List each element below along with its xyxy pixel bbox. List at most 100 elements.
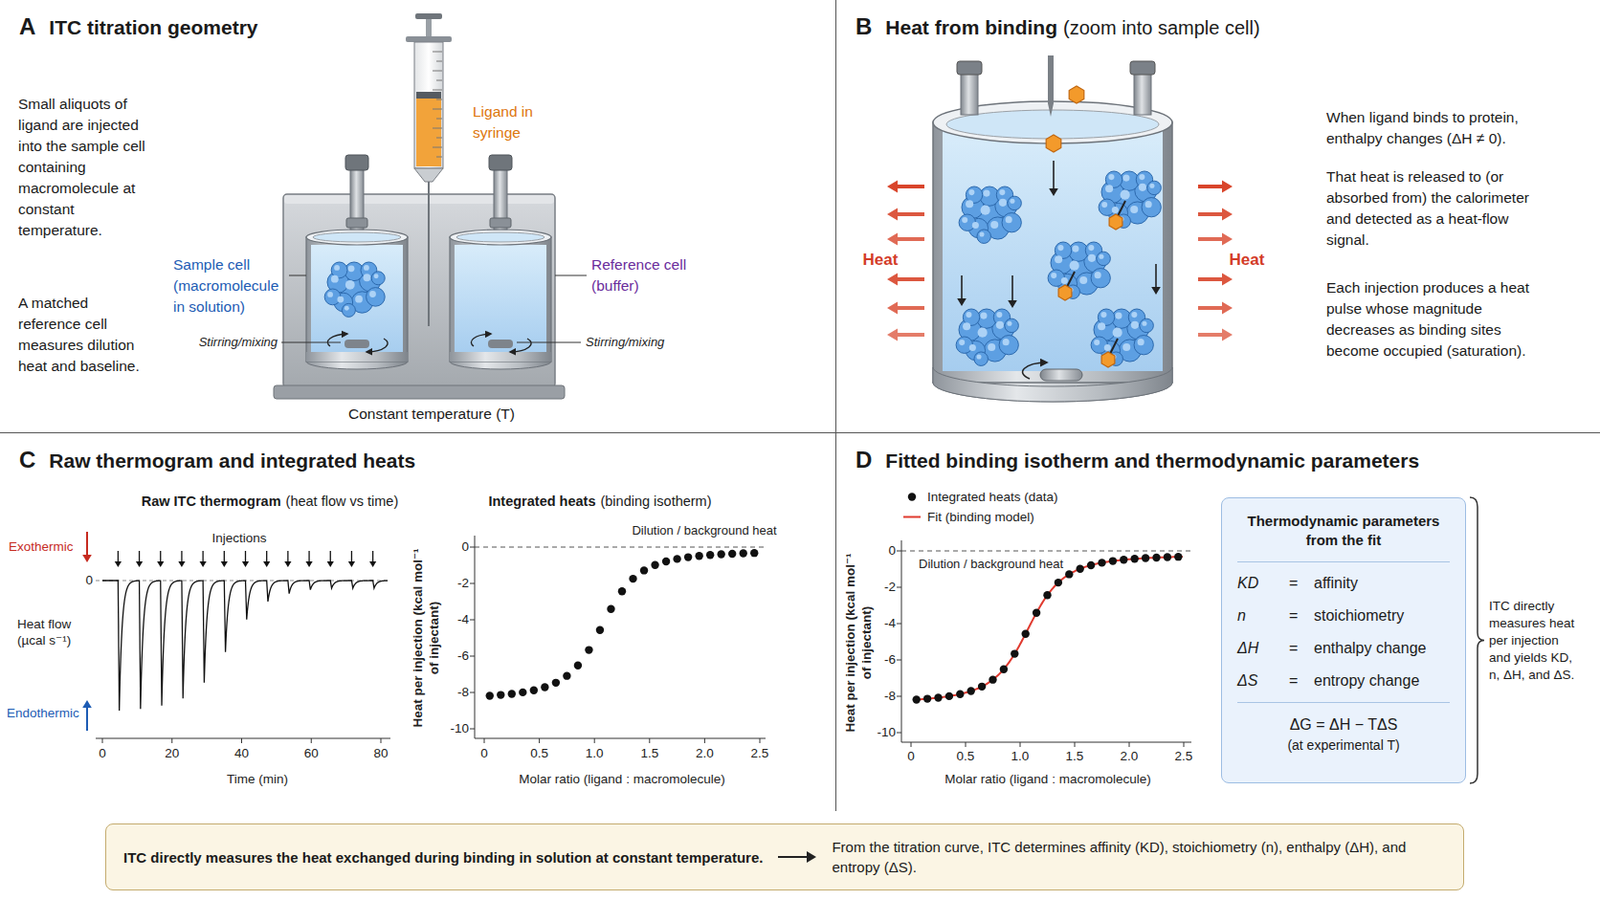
protein — [955, 309, 1019, 366]
data-point — [518, 688, 527, 697]
tick-label: 20 — [164, 746, 179, 763]
panel-subheading: (zoom into sample cell) — [1063, 17, 1261, 40]
data-point — [1119, 555, 1128, 564]
protein-highlight — [1120, 190, 1131, 200]
panel-heading-row: CRaw thermogram and integrated heats — [19, 446, 416, 474]
axis-tick — [484, 738, 486, 744]
heat-arrow-left — [897, 237, 925, 242]
ligand-hexagon — [1101, 352, 1115, 368]
axis-title: Molar ratio (ligand : macromolecule) — [518, 772, 725, 789]
protein-highlight — [996, 321, 1004, 330]
parameter-meaning: enthalpy change — [1313, 639, 1450, 659]
protein-highlight — [977, 328, 988, 338]
heat-arrow — [887, 179, 925, 193]
protein-highlight — [961, 217, 968, 223]
axis-tick — [469, 547, 475, 549]
injection-arrow — [308, 551, 310, 562]
heat-arrow — [1198, 207, 1233, 221]
syringe-graduation — [436, 80, 443, 82]
fall-arrow-head — [1007, 300, 1018, 309]
data-point — [739, 549, 748, 557]
injection-needle-tip — [1047, 103, 1054, 117]
protein-highlight — [1114, 312, 1122, 320]
heat-arrow-left — [897, 277, 925, 282]
heat-arrow-left-head — [887, 179, 898, 193]
heat-arrow-left-head — [887, 328, 898, 341]
heat-arrow — [1198, 179, 1233, 193]
protein-highlight — [369, 290, 377, 298]
legend-text: Integrated heats (data) — [927, 489, 1059, 505]
heat-arrow-left-head — [887, 272, 898, 286]
heat-arrow — [887, 232, 925, 245]
data-point — [574, 661, 582, 669]
x-axis — [901, 742, 1192, 744]
injection-arrow — [180, 551, 182, 562]
protein-highlight — [990, 221, 999, 229]
parameter-meaning: stoichiometry — [1313, 606, 1450, 626]
part-label: Stirring/mixing — [585, 334, 665, 351]
figure-panel: DFitted binding isotherm and thermodynam… — [836, 433, 1600, 812]
protein-highlight — [1005, 216, 1013, 223]
syringe-graduation — [432, 51, 443, 53]
cell-wall — [933, 122, 1173, 383]
axis-tick — [896, 733, 902, 734]
protein-lobe — [974, 352, 989, 367]
equation-note: (at experimental T) — [1237, 735, 1450, 756]
data-point — [1000, 665, 1008, 673]
heat-arrow-right — [1198, 237, 1223, 242]
parameter-symbol: KD — [1237, 574, 1289, 594]
injection-arrow-head — [305, 561, 312, 568]
tick-label: 0 — [480, 746, 489, 763]
protein-highlight — [363, 273, 372, 282]
heat-arrow — [887, 328, 925, 341]
data-point — [1043, 591, 1051, 600]
protein-highlight — [965, 311, 972, 318]
tick-label: 1.0 — [1011, 749, 1030, 766]
axis-tick — [469, 656, 475, 658]
mixing-arrow — [470, 333, 491, 347]
panel-letter: A — [19, 13, 36, 41]
description-text: Small aliquots of ligand are injected in… — [18, 93, 148, 242]
tick-label: 0 — [461, 539, 469, 556]
heat-arrow-left — [897, 306, 925, 311]
binding-isotherm — [469, 535, 766, 744]
y-axis — [901, 540, 903, 743]
legend-item: Fit (binding model) — [902, 510, 1035, 525]
protein-highlight — [1006, 321, 1012, 327]
mixing-arrow — [1022, 362, 1047, 379]
protein — [1047, 242, 1111, 299]
data-point — [486, 691, 494, 700]
data-point — [1174, 553, 1182, 561]
tick-label: 2.0 — [1120, 749, 1139, 766]
axis-tick — [469, 692, 475, 694]
protein-lobe — [1147, 180, 1162, 196]
ligand-hexagon — [1068, 86, 1085, 104]
tick-label: -6 — [457, 648, 469, 666]
protein-highlight — [996, 311, 1002, 318]
protein-lobe — [1001, 213, 1022, 233]
heat-arrow — [887, 207, 925, 221]
protein-highlight — [999, 199, 1007, 207]
figure-panel: CRaw thermogram and integrated heats — [0, 433, 837, 812]
data-point — [706, 551, 714, 559]
table-rule — [1237, 561, 1450, 563]
protein-highlight — [965, 200, 974, 208]
data-point — [552, 679, 560, 688]
syringe — [405, 13, 452, 327]
parameter-meaning: entropy change — [1313, 671, 1450, 691]
parameter-meaning: affinity — [1313, 574, 1450, 594]
parameter-grid: KD=affinityn=stoichiometryΔH=enthalpy ch… — [1237, 574, 1450, 691]
itc-instrument — [273, 13, 587, 400]
syringe-graduation — [432, 70, 443, 72]
ligand-hexagon — [1109, 214, 1123, 230]
protein-highlight — [1093, 339, 1100, 346]
data-point — [1087, 561, 1095, 570]
description-text: A matched reference cell measures diluti… — [18, 292, 153, 378]
heat-arrow — [1198, 301, 1233, 314]
axis-title: Molar ratio (ligand : macromolecule) — [944, 772, 1151, 789]
heat-arrow-left-head — [887, 301, 898, 314]
data-point — [1054, 578, 1063, 587]
injection-arrow-head — [284, 561, 291, 568]
protein-highlight — [1002, 338, 1010, 346]
